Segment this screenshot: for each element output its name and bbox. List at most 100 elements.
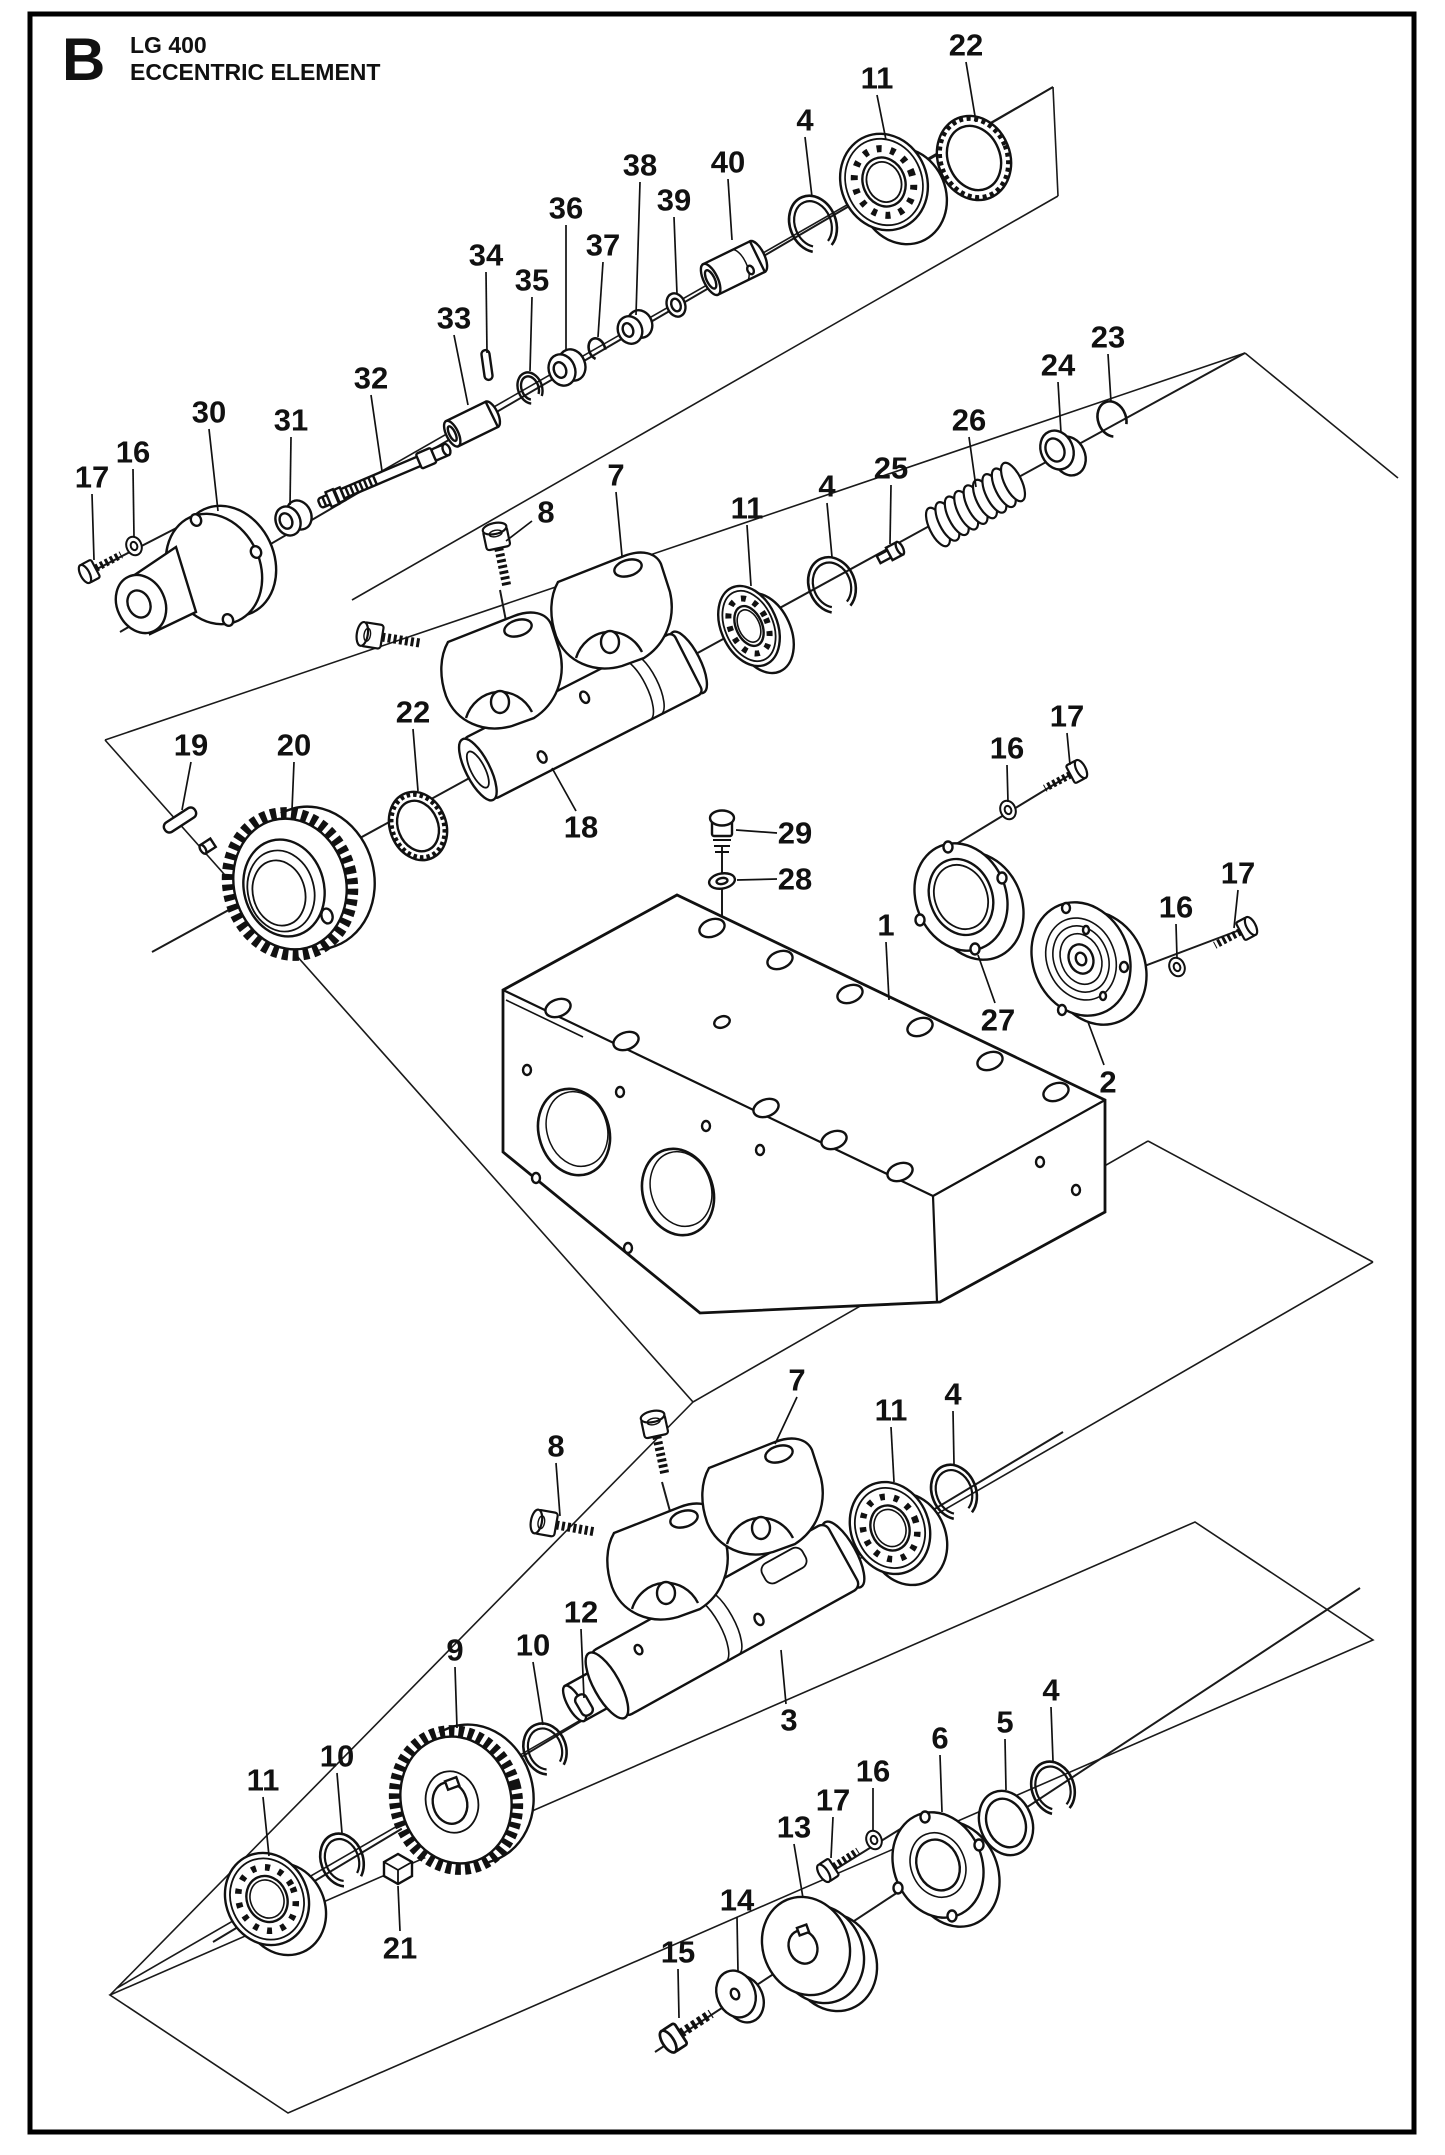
part-18-eccentric-shaft [457,630,709,802]
part-40-bushing [699,239,769,297]
leader-line-32-11 [370,394,383,472]
part-label-3-44: 3 [780,1703,797,1738]
part-3-eccentric-shaft [561,1520,866,1723]
part-31-nut [274,499,313,537]
part-30-flange-hub [114,504,278,636]
part-9-gear [388,1723,535,1875]
part-label-19-26: 19 [174,728,208,763]
part-label-4-2: 4 [796,103,814,138]
leader-line-10-42 [532,1661,544,1726]
part-label-8-38: 8 [547,1429,564,1464]
leader-line-28-29 [736,878,778,881]
part-8-socket-screw-middle-vertical [482,521,519,590]
part-label-17-34: 17 [1050,699,1084,734]
part-label-4-53: 4 [1042,1673,1060,1708]
part-label-20-25: 20 [277,728,311,763]
part-1-housing [501,893,1107,1315]
part-26-spring [924,461,1027,548]
leader-line-13-48 [793,1843,804,1899]
part-27-bearing-cover [913,840,1025,961]
leader-line-4-20 [826,502,833,558]
leader-line-38-4 [635,181,641,316]
part-label-34-8: 34 [469,238,504,273]
leader-line-19-26 [181,761,192,811]
part-label-16-33: 16 [990,731,1024,766]
part-16-washer-cover-right [1165,954,1189,980]
part-17-screw-bottom [815,1843,864,1885]
leader-line-17-49 [830,1816,834,1859]
part-39-washer [665,292,687,318]
part-4-snap-ring-bottom-right [929,1463,979,1521]
part-label-31-12: 31 [274,403,308,438]
part-label-22-0: 22 [949,28,983,63]
leader-line-22-0 [965,61,977,123]
part-label-9-43: 9 [446,1633,463,1668]
part-8-socket-screw-bottom-vertical [640,1409,677,1478]
part-28-seal-washer [707,872,737,890]
part-label-36-6: 36 [549,191,583,226]
part-label-6-51: 6 [931,1721,948,1756]
leader-line-25-19 [889,484,892,545]
leader-line-24-17 [1057,381,1062,434]
part-38-nut [616,309,654,345]
leader-line-7-22 [615,491,623,557]
section-letter: B [62,26,105,93]
part-label-17-15: 17 [75,460,109,495]
part-label-29-28: 29 [778,816,812,851]
part-32-threaded-rod [317,442,452,509]
leader-line-22-24 [412,728,419,792]
leader-line-27-31 [977,954,996,1004]
part-29-plug [708,809,736,853]
leader-line-21-47 [397,1885,401,1932]
leader-line-40-3 [727,178,733,241]
part-label-4-40: 4 [944,1377,962,1412]
model-name: LG 400 [130,32,207,58]
part-label-33-10: 33 [437,301,471,336]
part-22-lock-washer-middle [387,790,449,862]
part-12-woodruff-key [573,1693,595,1717]
component-name: ECCENTRIC ELEMENT [130,59,380,85]
part-4-snap-ring-top [787,194,839,254]
part-label-10-45: 10 [320,1739,354,1774]
leader-line-12-41 [580,1628,585,1699]
leader-line-20-25 [291,761,295,811]
part-label-8-23: 8 [537,495,554,530]
part-36-small-bearing [547,348,587,387]
part-label-7-37: 7 [788,1363,805,1398]
part-15-screw [657,2003,718,2055]
leader-line-10-45 [336,1772,343,1834]
part-7-counterweight-half-middle-left [440,611,563,730]
leader-line-7-37 [774,1396,798,1445]
part-11-bearing-middle [717,584,795,675]
part-7-counterweight-half-middle-right [550,551,673,670]
part-11-bearing-top [838,132,949,246]
part-22-seal-ring-top [935,114,1013,202]
part-label-39-5: 39 [657,183,691,218]
part-13-pulley [760,1895,879,2013]
leader-line-37-7 [597,261,604,338]
leader-line-11-1 [876,94,887,141]
part-label-18-27: 18 [564,810,598,845]
part-label-21-47: 21 [383,1931,417,1966]
part-label-26-18: 26 [952,403,986,438]
part-10-snap-ring-left [318,1832,366,1888]
leader-line-23-16 [1107,353,1112,403]
leader-line-26-18 [968,436,977,488]
title-block: B LG 400 ECCENTRIC ELEMENT [62,26,380,93]
part-11-bearing-bottom-left [223,1851,328,1957]
leader-line-18-27 [551,767,577,812]
part-16-washer-bottom [862,1827,886,1853]
part-label-13-48: 13 [777,1810,811,1845]
leader-line-9-43 [454,1666,458,1729]
part-17-screw-cover-left [1040,758,1090,797]
leader-line-30-13 [208,428,219,512]
part-label-22-24: 22 [396,695,430,730]
part-label-16-14: 16 [116,435,150,470]
part-label-27-31: 27 [981,1003,1015,1038]
part-19-pin [162,806,218,856]
part-14-washer [715,1969,765,2024]
part-11-bearing-bottom-right [848,1480,949,1587]
part-label-28-29: 28 [778,862,812,897]
